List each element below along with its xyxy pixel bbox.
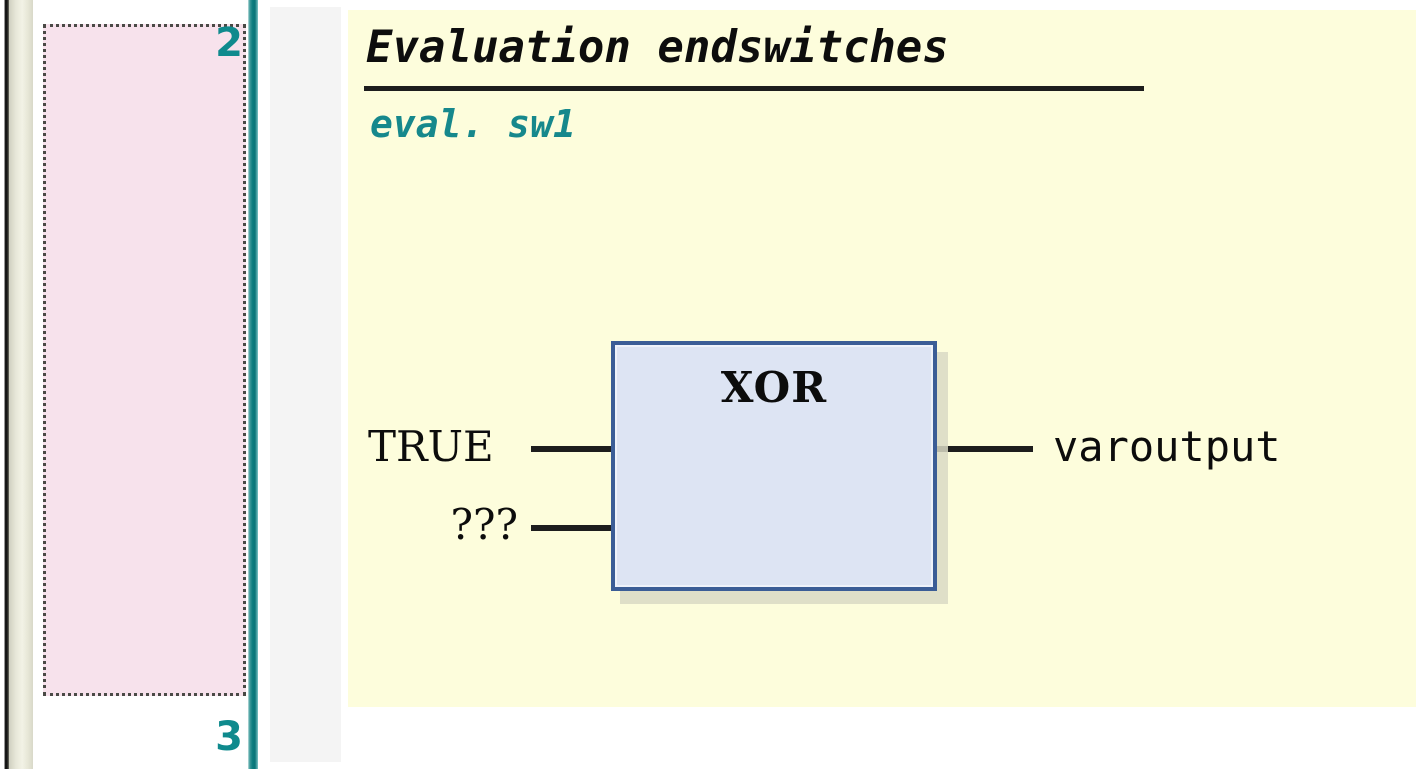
network-comment[interactable]: eval. sw1 [370,102,576,146]
network-title-underline [364,86,1144,91]
network-separator-rule [248,0,258,769]
editor-gutter-strip [9,0,33,769]
network-canvas[interactable]: Evaluation endswitches eval. sw1 TRUE ??… [348,10,1416,707]
input-1-wire[interactable] [531,446,615,452]
function-block-name: XOR [720,363,828,412]
block-input-1-label[interactable]: TRUE [368,422,494,471]
output-1-wire[interactable] [933,446,1033,452]
network-title[interactable]: Evaluation endswitches [366,22,949,73]
network-selection-box[interactable] [43,24,246,696]
editor-gutter-gap [33,0,43,769]
network-margin-column [270,7,341,762]
input-2-wire[interactable] [531,525,615,531]
function-block-xor[interactable]: XOR [611,341,937,591]
block-output-1-label[interactable]: varoutput [1053,422,1281,471]
block-input-2-label[interactable]: ??? [450,500,518,549]
line-number-2[interactable]: 2 [215,20,243,66]
line-number-3[interactable]: 3 [215,714,243,760]
editor-left-rule [4,0,9,769]
